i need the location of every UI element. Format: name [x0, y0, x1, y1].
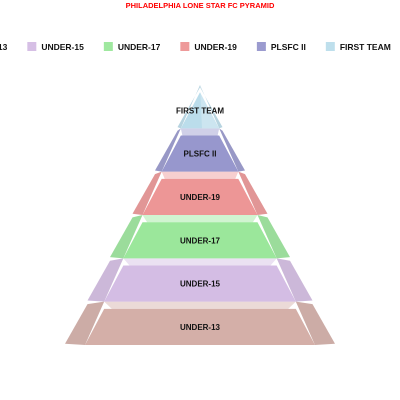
level-label-under-13: UNDER-13: [180, 323, 221, 332]
legend-label-under-13: UNDER-13: [0, 42, 8, 52]
level-front-under-13: [85, 308, 315, 345]
pyramid: [65, 85, 335, 345]
legend-label-first-team: FIRST TEAM: [340, 42, 391, 52]
level-left-face-under-17: [110, 215, 143, 259]
legend: UNDER-13 UNDER-15 UNDER-17 UNDER-19 PLSFC II…: [0, 42, 391, 52]
legend-item-under-13: UNDER-13: [0, 42, 8, 52]
level-front-plsfc-ii: [161, 135, 239, 172]
level-top-plsfc-ii: [180, 128, 220, 136]
level-under-17: [110, 215, 290, 259]
level-label-under-17: UNDER-17: [180, 236, 221, 245]
level-front-first-team: [180, 92, 220, 129]
legend-label-under-15: UNDER-15: [41, 42, 84, 52]
level-front-under-15: [104, 265, 296, 302]
legend-item-plsfc-ii: PLSFC II: [256, 42, 306, 52]
chart-title: PHILADELPHIA LONE STAR FC PYRAMID: [126, 1, 275, 10]
level-left-face-under-15: [87, 258, 124, 302]
legend-item-under-15: UNDER-15: [27, 42, 84, 52]
level-under-13: [65, 301, 335, 345]
legend-swatch-under-19: [180, 42, 190, 51]
legend-swatch-under-15: [27, 42, 37, 51]
level-right-face-under-13: [295, 301, 335, 345]
level-top-under-17: [142, 215, 258, 223]
level-label-under-15: UNDER-15: [180, 280, 221, 289]
level-front-under-19: [142, 178, 258, 215]
level-front-under-17: [123, 222, 277, 259]
level-left-face-under-19: [132, 171, 162, 215]
legend-label-under-19: UNDER-19: [194, 42, 237, 52]
level-right-face-under-17: [257, 215, 290, 259]
legend-item-under-17: UNDER-17: [103, 42, 161, 52]
level-right-face-first-team: [200, 85, 223, 129]
legend-label-plsfc-ii: PLSFC II: [271, 42, 306, 52]
level-left-face-under-13: [65, 301, 105, 345]
legend-item-first-team: FIRST TEAM: [325, 42, 391, 52]
legend-label-under-17: UNDER-17: [118, 42, 161, 52]
apex-highlight: [200, 85, 220, 129]
legend-swatch-first-team: [325, 42, 335, 51]
level-label-under-19: UNDER-19: [180, 193, 221, 202]
level-left-face-first-team: [177, 85, 200, 129]
level-top-under-19: [161, 171, 239, 179]
level-left-face-plsfc-ii: [155, 128, 181, 172]
level-under-15: [87, 258, 313, 302]
level-top-under-15: [123, 258, 277, 266]
level-right-face-under-19: [238, 171, 268, 215]
level-first-team: [177, 85, 223, 129]
legend-item-under-19: UNDER-19: [180, 42, 237, 52]
legend-swatch-plsfc-ii: [256, 42, 266, 51]
level-top-under-13: [104, 301, 296, 309]
legend-swatch-under-17: [103, 42, 113, 51]
level-labels: UNDER-13 UNDER-15 UNDER-17 UNDER-19 PLSFC II…: [176, 106, 224, 332]
level-right-face-plsfc-ii: [219, 128, 245, 172]
level-label-plsfc-ii: PLSFC II: [184, 150, 217, 159]
level-label-first-team: FIRST TEAM: [176, 106, 224, 115]
level-under-19: [132, 171, 268, 215]
level-right-face-under-15: [276, 258, 313, 302]
level-plsfc-ii: [155, 128, 245, 172]
